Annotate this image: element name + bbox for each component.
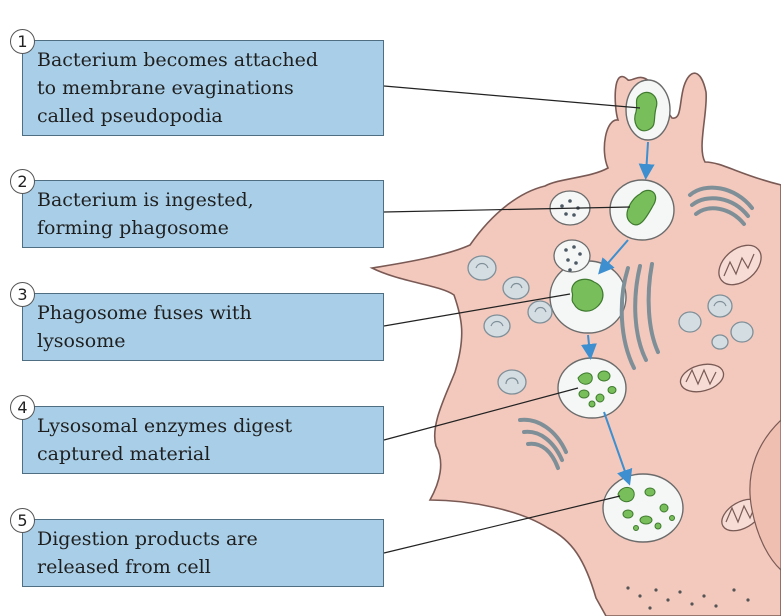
step-label-1: 1 Bacterium becomes attached to membrane… xyxy=(22,40,384,136)
step-5-line-1: Digestion products are xyxy=(37,525,375,553)
step-1-line-2: to membrane evaginations xyxy=(37,74,375,102)
step-number-1: 1 xyxy=(10,29,35,54)
step-label-5: 5 Digestion products are released from c… xyxy=(22,519,384,587)
residual-vacuole xyxy=(603,474,683,542)
step-1-line-1: Bacterium becomes attached xyxy=(37,46,375,74)
step-number-4: 4 xyxy=(10,395,35,420)
bacterium xyxy=(572,279,603,311)
step-2-line-2: forming phagosome xyxy=(37,214,375,242)
step-4-line-1: Lysosomal enzymes digest xyxy=(37,412,375,440)
step-number-5: 5 xyxy=(10,508,35,533)
step-1-line-3: called pseudopodia xyxy=(37,102,375,130)
step-label-3: 3 Phagosome fuses with lysosome xyxy=(22,293,384,361)
step-label-2: 2 Bacterium is ingested, forming phagoso… xyxy=(22,180,384,248)
step-5-line-2: released from cell xyxy=(37,553,375,581)
step-3-line-2: lysosome xyxy=(37,327,375,355)
step-4-line-2: captured material xyxy=(37,440,375,468)
step-2-line-1: Bacterium is ingested, xyxy=(37,186,375,214)
step-label-4: 4 Lysosomal enzymes digest captured mate… xyxy=(22,406,384,474)
bacterium xyxy=(635,92,657,130)
step-3-line-1: Phagosome fuses with xyxy=(37,299,375,327)
fusing-lysosome xyxy=(554,240,590,272)
step-number-2: 2 xyxy=(10,169,35,194)
step-number-3: 3 xyxy=(10,282,35,307)
